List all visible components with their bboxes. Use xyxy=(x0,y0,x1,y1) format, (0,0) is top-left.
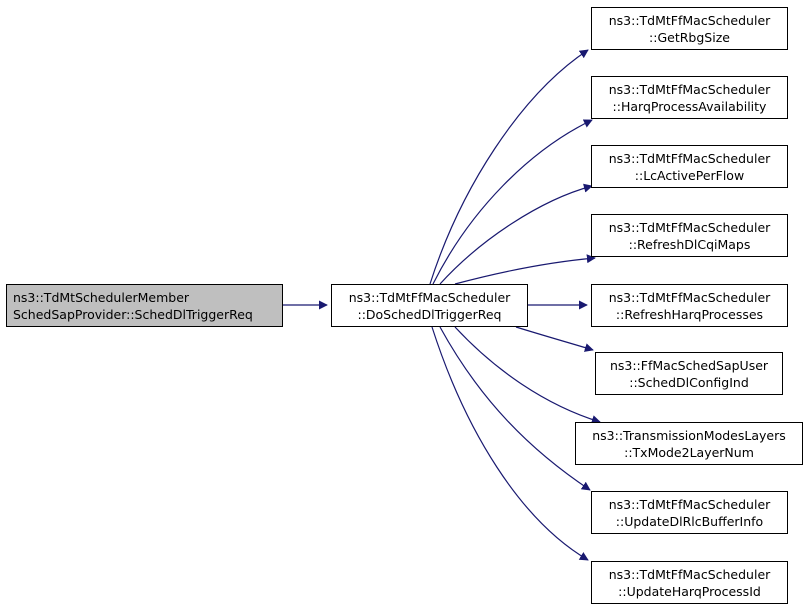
node-callee-line2: ::UpdateDlRlcBufferInfo xyxy=(615,513,764,529)
node-callee-line2: ::HarqProcessAvailability xyxy=(612,98,767,114)
node-callee-line2: ::LcActivePerFlow xyxy=(634,167,745,183)
node-center[interactable]: ns3::TdMtFfMacScheduler ::DoSchedDlTrigg… xyxy=(331,284,528,327)
edge-center-to-callee9 xyxy=(431,326,589,561)
node-callee-line2: ::RefreshHarqProcesses xyxy=(615,306,764,322)
node-callee-line1: ns3::TdMtFfMacScheduler xyxy=(608,81,771,97)
edge-center-to-callee1 xyxy=(429,49,589,285)
node-center-line2: ::DoSchedDlTriggerReq xyxy=(357,306,502,322)
node-callee-updateharqprocessid[interactable]: ns3::TdMtFfMacScheduler ::UpdateHarqProc… xyxy=(591,561,788,604)
node-caller-line1: ns3::TdMtSchedulerMember xyxy=(13,289,190,305)
node-callee-refreshharqprocesses[interactable]: ns3::TdMtFfMacScheduler ::RefreshHarqPro… xyxy=(591,284,788,327)
node-callee-txmode2layernum[interactable]: ns3::TransmissionModesLayers ::TxMode2La… xyxy=(575,422,803,465)
node-callee-updatedlrlcbufferinfo[interactable]: ns3::TdMtFfMacScheduler ::UpdateDlRlcBuf… xyxy=(591,491,788,534)
node-callee-line1: ns3::FfMacSchedSapUser xyxy=(609,357,769,373)
node-callee-getrbgsize[interactable]: ns3::TdMtFfMacScheduler ::GetRbgSize xyxy=(591,7,788,50)
node-callee-line1: ns3::TdMtFfMacScheduler xyxy=(608,496,771,512)
node-callee-line1: ns3::TdMtFfMacScheduler xyxy=(608,289,771,305)
node-callee-line1: ns3::TdMtFfMacScheduler xyxy=(608,150,771,166)
node-caller[interactable]: ns3::TdMtSchedulerMember SchedSapProvide… xyxy=(6,284,283,327)
node-callee-line1: ns3::TdMtFfMacScheduler xyxy=(608,219,771,235)
node-callee-line1: ns3::TransmissionModesLayers xyxy=(592,427,786,443)
node-callee-line2: ::GetRbgSize xyxy=(649,29,730,45)
node-callee-line2: ::UpdateHarqProcessId xyxy=(618,583,761,599)
node-callee-lcactiveperflow[interactable]: ns3::TdMtFfMacScheduler ::LcActivePerFlo… xyxy=(591,145,788,188)
node-center-line1: ns3::TdMtFfMacScheduler xyxy=(348,289,511,305)
node-callee-line1: ns3::TdMtFfMacScheduler xyxy=(608,566,771,582)
edge-center-to-callee2 xyxy=(432,119,593,285)
edge-center-to-callee7 xyxy=(454,326,601,424)
node-caller-line2: SchedSapProvider::SchedDlTriggerReq xyxy=(13,306,253,322)
node-callee-line1: ns3::TdMtFfMacScheduler xyxy=(608,12,771,28)
edge-center-to-callee3 xyxy=(439,183,593,285)
node-callee-scheddlconfigind[interactable]: ns3::FfMacSchedSapUser ::SchedDlConfigIn… xyxy=(595,352,783,395)
edge-center-to-callee6 xyxy=(515,326,594,352)
node-callee-line2: ::SchedDlConfigInd xyxy=(629,374,749,390)
node-callee-line2: ::RefreshDlCqiMaps xyxy=(628,236,751,252)
node-callee-line2: ::TxMode2LayerNum xyxy=(624,444,754,460)
edge-center-to-callee4 xyxy=(454,254,596,285)
node-callee-harqprocessavailability[interactable]: ns3::TdMtFfMacScheduler ::HarqProcessAva… xyxy=(591,76,788,119)
node-callee-refreshdlcqimaps[interactable]: ns3::TdMtFfMacScheduler ::RefreshDlCqiMa… xyxy=(591,214,788,257)
edge-center-to-callee8 xyxy=(439,326,591,491)
